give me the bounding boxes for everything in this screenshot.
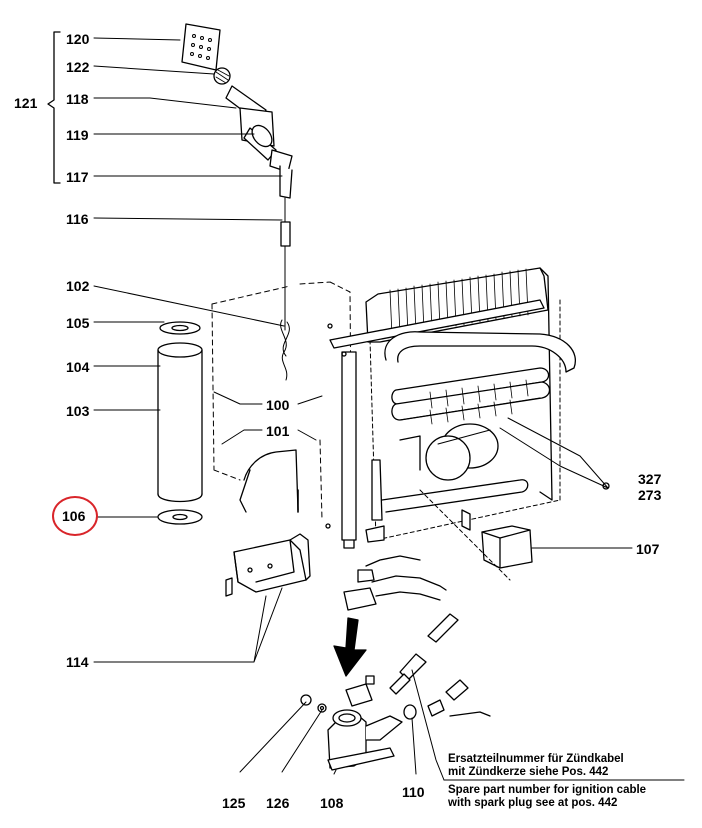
label-119: 119 (66, 127, 89, 143)
label-122: 122 (66, 59, 90, 75)
label-105: 105 (66, 315, 90, 331)
burner-holder (328, 676, 416, 770)
label-116: 116 (66, 211, 89, 227)
label-121: 121 (14, 95, 38, 111)
label-100: 100 (266, 397, 290, 413)
ignition-parts (344, 556, 490, 716)
note-de-line2: mit Zündkerze siehe Pos. 442 (448, 766, 609, 778)
label-114: 114 (66, 654, 89, 670)
note-de-line1: Ersatzteilnummer für Zündkabel (448, 753, 624, 765)
label-101: 101 (266, 423, 290, 439)
burner-tube (158, 322, 202, 524)
label-117: 117 (66, 169, 89, 185)
label-125: 125 (222, 795, 246, 811)
label-108: 108 (320, 795, 344, 811)
label-107: 107 (636, 541, 660, 557)
label-327: 327 (638, 471, 662, 487)
label-118: 118 (66, 91, 89, 107)
label-126: 126 (266, 795, 290, 811)
group-121-bracket (48, 32, 60, 183)
cooling-unit (326, 268, 609, 548)
flue-assembly (182, 24, 292, 380)
assembly-arrow (334, 618, 366, 676)
note-en-line2: with spark plug see at pos. 442 (448, 797, 618, 809)
label-110: 110 (402, 784, 425, 800)
highlight-ring-106 (52, 496, 98, 536)
label-120: 120 (66, 31, 90, 47)
group-100-frame (212, 282, 352, 540)
bracket-114 (226, 534, 310, 596)
note-en-line1: Spare part number for ignition cable (448, 784, 647, 796)
label-273: 273 (638, 487, 662, 503)
label-104: 104 (66, 359, 90, 375)
label-102: 102 (66, 278, 90, 294)
label-103: 103 (66, 403, 90, 419)
box-107 (482, 526, 532, 568)
bracket-101 (240, 450, 298, 512)
